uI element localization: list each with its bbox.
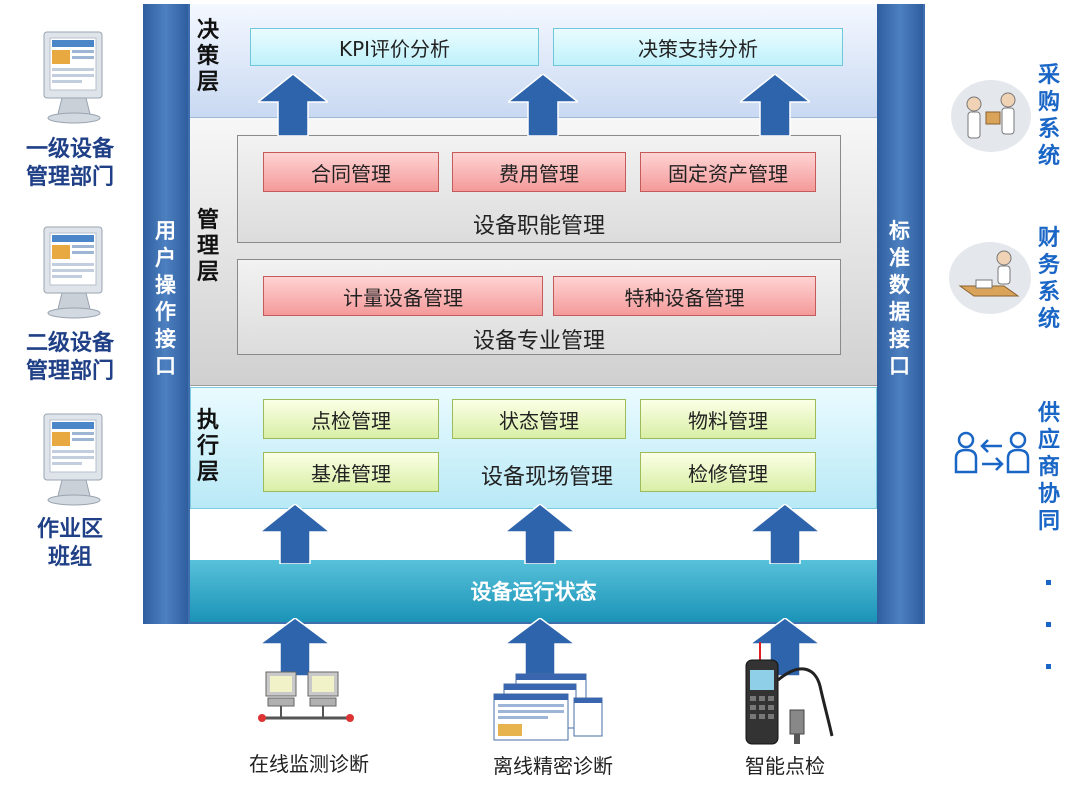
finance-desk-icon [949,242,1031,314]
kpi-analysis-box: KPI评价分析 [250,28,539,66]
arrow-up-icon [740,74,810,136]
arrow-up-icon [260,504,330,564]
computer-monitor-icon [43,413,103,506]
procurement-system-label: 采购 系统 [1037,63,1060,169]
computer-monitor-icon [43,31,103,124]
user-interface-pillar-label: 用户操 作接口 [155,219,176,378]
arrow-up-icon [258,74,328,136]
professional-management-title: 设备专业管理 [472,329,605,354]
equipment-status-bar: 设备运行状态 [190,560,877,622]
field-management-title: 设备现场管理 [480,465,613,490]
decision-tier-label: 决策层 [196,18,219,95]
spot-check-management-box: 点检管理 [263,399,439,439]
handheld-device-icon [745,642,834,745]
metering-equipment-box: 计量设备管理 [263,276,543,316]
supplier-collaboration-label: 供应 商协 同 [1037,401,1060,534]
maintenance-management-box: 检修管理 [640,452,816,492]
online-monitoring-label: 在线监测诊断 [249,752,369,776]
left-group-1-label: 一级设备管理部门 [25,137,114,190]
computer-monitor-icon [43,226,103,319]
management-tier-label: 管理层 [196,208,219,285]
network-computers-icon [258,671,354,722]
supplier-exchange-icon [954,431,1030,474]
contract-management-box: 合同管理 [263,152,439,192]
arrow-up-icon [750,504,820,564]
function-management-title: 设备职能管理 [472,214,605,239]
left-group-3-label: 作业区班组 [36,517,103,570]
ellipsis-dot [1046,622,1051,627]
arrow-up-icon [750,618,820,676]
finance-system-label: 财务 系统 [1037,226,1060,332]
status-management-box: 状态管理 [452,399,626,439]
decision-support-box: 决策支持分析 [553,28,843,66]
handshake-icon [951,80,1031,152]
offline-diagnosis-label: 离线精密诊断 [493,754,613,778]
software-windows-icon [493,673,603,741]
standard-data-interface-pillar-label: 标准数 据接口 [889,219,910,378]
arrow-up-icon [505,618,575,676]
user-interface-pillar [143,4,188,624]
material-management-box: 物料管理 [640,399,816,439]
fixed-asset-management-box: 固定资产管理 [640,152,816,192]
ellipsis-dot [1046,580,1051,585]
arrow-up-icon [508,74,578,136]
arrow-up-icon [505,504,575,564]
left-group-2-label: 二级设备管理部门 [25,331,114,384]
smart-inspection-label: 智能点检 [745,754,825,778]
special-equipment-box: 特种设备管理 [553,276,816,316]
baseline-management-box: 基准管理 [263,452,439,492]
ellipsis-dot [1046,664,1051,669]
cost-management-box: 费用管理 [452,152,626,192]
execution-tier-label: 执行层 [196,408,219,485]
standard-data-interface-pillar [877,4,923,624]
arrow-up-icon [260,618,330,676]
